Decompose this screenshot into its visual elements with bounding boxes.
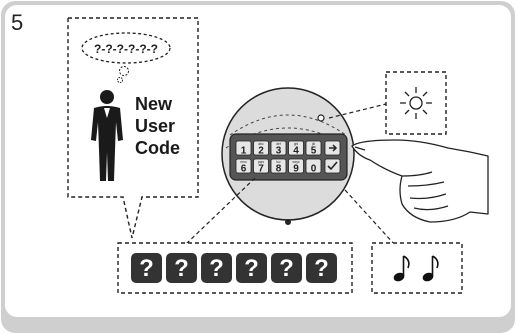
keypad-key-digit: 9 [293,164,299,175]
keypad-key-letters: jkl [311,142,315,146]
keypad-key-digit: 8 [276,164,282,175]
code-tile-symbol: ? [139,255,154,282]
safe-door-hinge [285,219,291,225]
keypad-key-9[interactable] [288,158,304,174]
person-callout-box [67,17,199,239]
keypad-key-letters: abc [258,142,264,146]
code-tile-symbol: ? [174,255,189,282]
entered-code-tiles: ?????? [131,253,337,283]
beep-callout-box [371,242,463,294]
keypad-key-digit: 7 [258,164,264,175]
code-tile [306,253,337,283]
keypad-confirm-key[interactable] [324,158,341,174]
thought-bubble [81,32,171,64]
thought-dot-large [119,66,129,76]
pointing-hand-icon [351,139,489,223]
keypad-key-letters: pqrs [258,160,265,164]
keypad-key-digit: 6 [241,164,247,175]
keypad-key-letters: def [276,142,281,146]
keypad-key-letters: ghi [294,142,299,146]
keypad-key-2[interactable] [253,140,269,156]
beep-callout-pointer [344,189,396,246]
keypad-key-letters: wxyz [292,160,299,164]
keypad-key-digit: 4 [293,146,299,157]
code-tile [236,253,267,283]
thought-bubble-code: ?-?-?-?-?-? [94,42,158,56]
keypad-key-3[interactable] [270,140,287,156]
new-user-code-label-line2: User [135,116,175,136]
keypad-key-digit: 2 [258,146,264,157]
music-note-icon [422,255,439,282]
light-callout-pointer [328,103,387,119]
keypad-key-4[interactable] [288,140,304,156]
keypad-key-digit: 5 [311,146,317,157]
code-tile-symbol: ? [314,255,329,282]
code-tile [201,253,232,283]
code-tile-symbol: ? [244,255,259,282]
sun-light-icon [400,87,432,119]
keypad-key-letters: mno [240,160,246,164]
code-tile-symbol: ? [209,255,224,282]
keypad-key-digit: 0 [311,164,317,175]
code-tile-symbol: ? [279,255,294,282]
step-number: 5 [11,10,23,35]
arrow-right-icon [329,144,338,152]
keypad-key-7[interactable] [253,158,269,174]
code-tile [131,253,162,283]
safe-door-rim-lines [229,114,347,136]
code-tile [271,253,302,283]
person-icon [91,90,123,181]
thought-dot-small [117,77,123,83]
keypad-key-5[interactable] [305,140,322,156]
keypad-key-letters: tuv [276,160,281,164]
light-callout-box [385,71,447,135]
keypad-key-digit: 3 [276,146,282,157]
indicator-led [317,114,325,122]
code-tile [166,253,197,283]
new-user-code-label-line1: New [135,94,173,114]
keypad-key-8[interactable] [270,158,287,174]
checkmark-icon [327,161,338,171]
keypad-key-digit: 1 [241,146,247,157]
keypad-key-1[interactable] [235,140,252,156]
keypad-key-0[interactable] [305,158,322,174]
code-callout-pointer [184,177,256,246]
new-user-code-label-line3: Code [135,138,180,158]
keypad-key-6[interactable] [235,158,252,174]
music-note-icon [393,255,410,282]
